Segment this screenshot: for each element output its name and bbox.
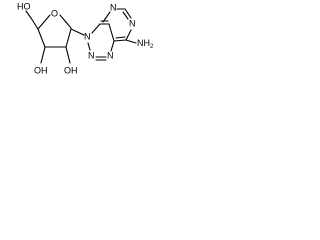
hydroxyl-2-label: OH bbox=[64, 65, 78, 75]
bond-c4-c5 bbox=[30, 17, 39, 30]
bond-c5-oh bbox=[25, 10, 32, 19]
pyrimidine-nitrogen-mid-label: N bbox=[129, 18, 136, 28]
bond-c3-oh bbox=[40, 46, 46, 64]
bond-c-amine-nh2 bbox=[125, 39, 137, 44]
bond-c-amine-c-bottom bbox=[113, 39, 127, 42]
bond-c-top-n-top bbox=[102, 11, 111, 23]
bond-c-ch-n-mid bbox=[124, 8, 132, 19]
bond-ring-c4-o bbox=[37, 14, 51, 30]
bond-c-amine-c-bottom-double bbox=[115, 36, 126, 39]
bond-c-ch-n-mid-double bbox=[122, 11, 129, 20]
bond-ring-c1-c2 bbox=[65, 28, 72, 48]
triazole-nitrogen-a-label: N bbox=[88, 50, 95, 60]
amine-nh-text: NH bbox=[137, 38, 150, 48]
hydroxyl-3-label: OH bbox=[34, 65, 48, 75]
bond-c-bottom-c-top bbox=[108, 23, 115, 42]
bond-n-b-c-bottom bbox=[110, 40, 115, 52]
bond-n-mid-c-amine bbox=[125, 29, 132, 41]
bond-n-glyco-n-a bbox=[87, 42, 91, 51]
pyrimidine-nitrogen-top-label: N bbox=[110, 2, 117, 12]
bond-n-glyco-c-top bbox=[91, 23, 101, 34]
bond-c2-oh bbox=[65, 46, 71, 64]
bond-c1-n-glyco bbox=[70, 28, 85, 36]
bond-ring-o-c1 bbox=[59, 14, 72, 29]
amine-subscript: 2 bbox=[150, 44, 154, 50]
molecule-diagram: HO O OH OH N N N N N NH2 bbox=[17, 1, 154, 75]
structure-canvas: HO O OH OH N N N N N NH2 bbox=[0, 0, 182, 82]
glycosidic-nitrogen-label: N bbox=[84, 31, 91, 41]
triazole-nitrogen-b-label: N bbox=[107, 50, 114, 60]
amine-label: NH2 bbox=[137, 38, 154, 49]
bond-ring-c3-c4 bbox=[37, 28, 46, 48]
hydroxymethyl-oh-label: HO bbox=[17, 1, 31, 11]
ring-oxygen-label: O bbox=[51, 8, 58, 18]
